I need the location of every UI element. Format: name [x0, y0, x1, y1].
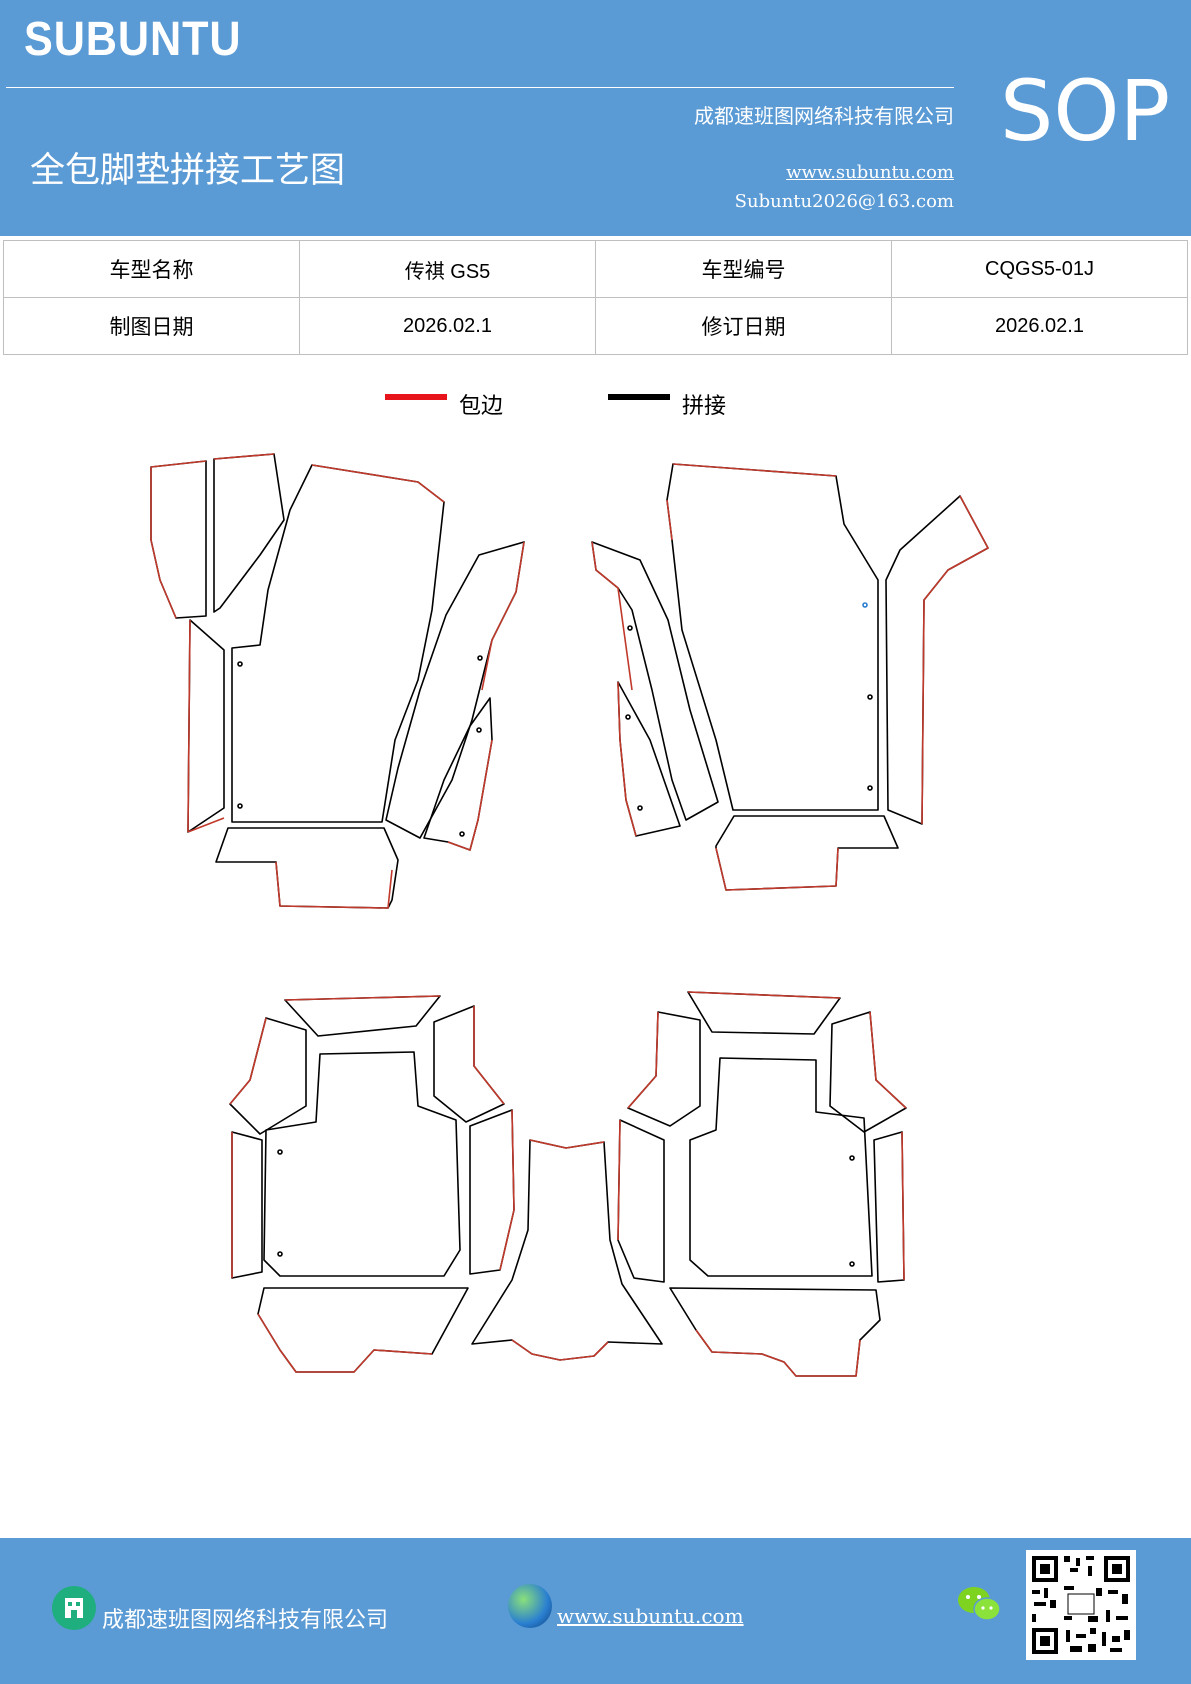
- model-code-label: 车型编号: [595, 240, 892, 298]
- document-title: 全包脚垫拼接工艺图: [30, 151, 346, 191]
- footer-website-link[interactable]: www.subuntu.com: [557, 1604, 744, 1628]
- globe-icon: [508, 1584, 552, 1628]
- front-right-mat-set: [591, 463, 989, 891]
- footer-company: 成都速班图网络科技有限公司: [102, 1608, 389, 1633]
- edge-label: 包边: [459, 394, 504, 419]
- draw-date-label: 制图日期: [3, 297, 300, 355]
- rear-center-tunnel-mat: [471, 1139, 663, 1361]
- rear-right-mat-set: [617, 991, 907, 1377]
- logo: SUBUNTU: [24, 13, 242, 66]
- rear-left-mat-set: [229, 995, 515, 1373]
- table-row: 车型名称 传祺 GS5 车型编号 CQGS5-01J: [3, 240, 1188, 298]
- table-row: 制图日期 2026.02.1 修订日期 2026.02.1: [3, 297, 1188, 355]
- header-website-link[interactable]: www.subuntu.com: [786, 162, 954, 183]
- floor-mat-drawing: [150, 453, 989, 1377]
- building-icon: [52, 1586, 96, 1630]
- edge-swatch: [385, 394, 447, 400]
- footer: 成都速班图网络科技有限公司 www.subuntu.com: [0, 1538, 1191, 1684]
- header-email: Subuntu2026@163.com: [734, 191, 954, 212]
- seam-label: 拼接: [682, 394, 727, 419]
- revise-date-value: 2026.02.1: [891, 297, 1188, 355]
- header-company: 成都速班图网络科技有限公司: [694, 104, 954, 128]
- model-name-label: 车型名称: [3, 240, 300, 298]
- header: SUBUNTU 成都速班图网络科技有限公司 全包脚垫拼接工艺图 www.subu…: [0, 0, 1191, 236]
- draw-date-value: 2026.02.1: [299, 297, 596, 355]
- wechat-icon[interactable]: [956, 1584, 1002, 1624]
- front-left-mat-set: [150, 453, 525, 909]
- header-divider: [6, 87, 954, 88]
- sop-badge: SOP: [1000, 62, 1171, 160]
- info-table: 车型名称 传祺 GS5 车型编号 CQGS5-01J 制图日期 2026.02.…: [3, 240, 1188, 355]
- model-code-value: CQGS5-01J: [891, 240, 1188, 298]
- model-name-value: 传祺 GS5: [299, 240, 596, 298]
- qr-code: [1026, 1550, 1136, 1660]
- seam-swatch: [608, 394, 670, 400]
- revise-date-label: 修订日期: [595, 297, 892, 355]
